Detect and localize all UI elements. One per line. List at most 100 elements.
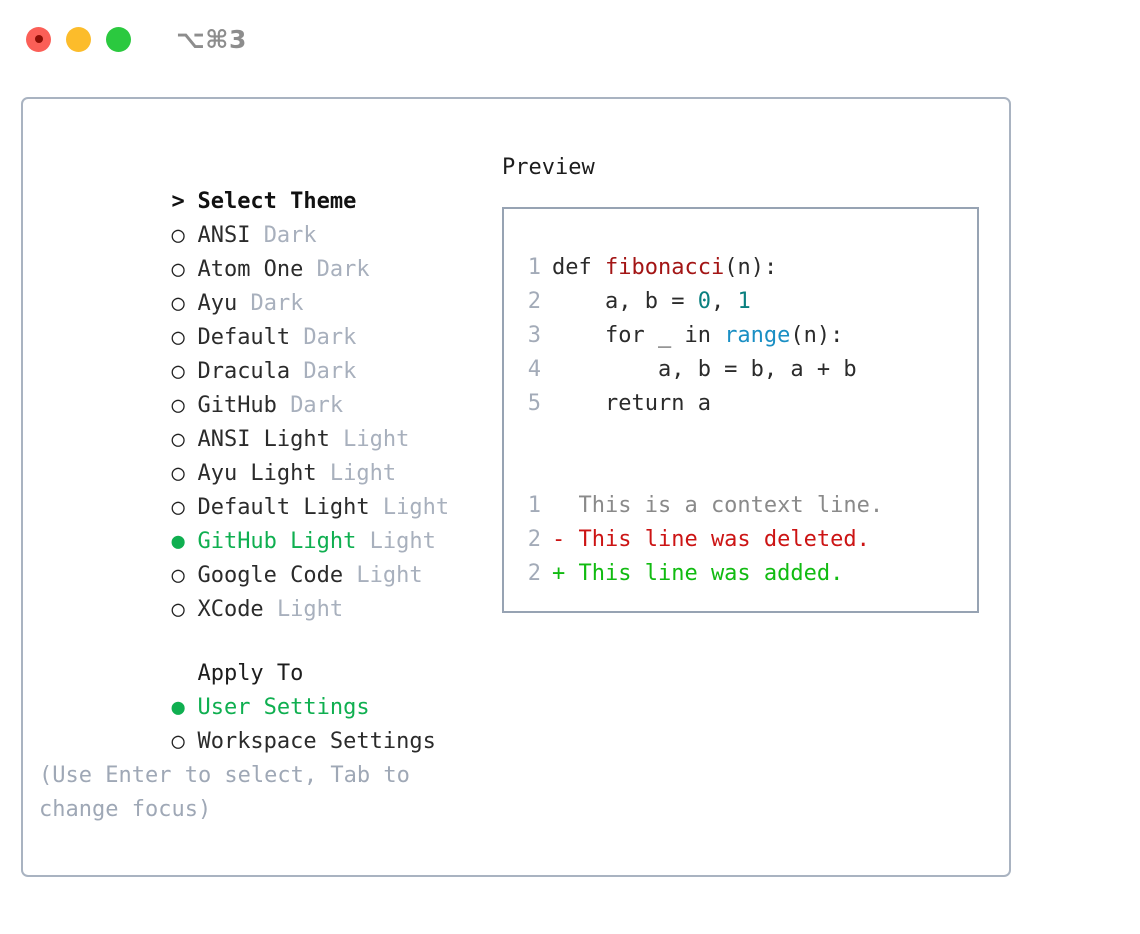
radio-icon[interactable]: ○ [171,495,185,520]
code-text: def fibonacci(n): [552,251,777,285]
close-dot-icon [34,35,43,43]
theme-option-ansi-light[interactable]: ○ANSI Light Light [39,389,489,452]
theme-option-kind: Light [343,427,410,452]
theme-option-kind: Dark [303,359,357,384]
radio-icon[interactable]: ○ [171,729,185,754]
theme-option-kind: Light [369,529,436,554]
code-token: (n): [790,323,844,348]
code-text: for _ in range(n): [552,319,843,353]
theme-option-ayu-dark[interactable]: ○ Ayu Dark [39,253,489,316]
theme-option-label: Dracula [197,359,291,384]
code-text: a, b = b, a + b [552,353,857,387]
theme-option-kind: Light [382,495,450,520]
apply-to-option-user-settings[interactable]: ● User Settings [39,657,489,720]
theme-option-label: XCode [197,597,264,622]
theme-option-xcode-light[interactable]: ○ XCode Light [39,559,489,622]
code-line: 1 def fibonacci(n): [517,251,969,285]
close-window-icon[interactable] [26,26,51,52]
theme-option-label: Atom One [197,257,304,282]
select-theme-heading-label: Select Theme [197,189,357,214]
radio-icon[interactable]: ○ [171,257,185,282]
theme-option-suffix [250,223,263,248]
theme-option-ansi-dark[interactable]: ○ANSI Dark [39,185,489,248]
code-token: , [710,289,738,314]
radio-icon[interactable]: ○ [171,291,185,316]
apply-to-indent [171,657,197,691]
code-token: def [552,255,605,280]
radio-icon[interactable]: ○ [171,597,185,622]
theme-option-default-light[interactable]: ○ Default Light Light [39,457,489,520]
diff-text: + This line was added. [552,561,844,586]
diff-text: This is a context line. [552,493,884,518]
line-number: 4 [527,357,541,382]
code-token: a, b = b, a + b [552,357,857,382]
diff-line-deleted: 2- This line was deleted. [517,523,969,557]
select-theme-heading: > Select Theme [39,151,489,214]
radio-selected-icon[interactable]: ● [171,695,185,720]
theme-option-google-code-light[interactable]: ○Google Code Light [39,525,489,588]
apply-to-option-label: Workspace Settings [197,729,436,754]
space [356,529,369,554]
radio-icon[interactable]: ○ [171,393,185,418]
keyboard-hint-text: (Use Enter to select, Tab to change focu… [39,763,424,822]
apply-to-option-workspace-settings[interactable]: ○ Workspace Settings [39,691,489,754]
space [330,427,343,452]
maximize-window-icon[interactable] [106,26,131,52]
apply-to-option-label: User Settings [197,695,370,720]
code-blank-line [517,455,969,489]
space [237,291,250,316]
code-token-call: range [724,323,791,348]
code-token: return a [552,391,711,416]
theme-option-label: ANSI [197,223,251,248]
code-token: a, b = [552,289,698,314]
preview-column: Preview 1 def fibonacci(n): 2 a, b = 0, 1… [502,151,992,613]
code-preview: 1 def fibonacci(n): 2 a, b = 0, 1 3 for _… [517,251,969,591]
theme-option-kind: Dark [303,325,357,350]
theme-option-kind: Dark [250,291,304,316]
theme-option-github-dark[interactable]: ○GitHub Dark [39,355,489,418]
code-token-number: 0 [697,289,711,314]
radio-icon[interactable]: ○ [171,223,185,248]
space [290,325,303,350]
radio-icon[interactable]: ○ [171,427,185,452]
code-line: 5 return a [517,387,969,421]
prompt-caret-icon: > [171,189,185,214]
space [343,563,356,588]
code-token-number: 1 [737,289,751,314]
radio-icon[interactable]: ○ [171,325,185,350]
code-token: for _ in [552,323,725,348]
theme-option-atom-one-dark[interactable]: ○ Atom One Dark [39,219,489,282]
theme-option-dracula-dark[interactable]: ○ Dracula Dark [39,321,489,384]
radio-icon[interactable]: ○ [171,563,185,588]
theme-option-default-dark[interactable]: ○ Default Dark [39,287,489,350]
line-number: 1 [527,493,541,518]
line-number: 1 [527,255,541,280]
panel-columns: >Select Theme ○ANSI Dark ○Atom One Dark … [23,99,1009,875]
code-line: 3 for _ in range(n): [517,319,969,353]
theme-option-kind: Light [276,597,344,622]
theme-option-label: Ayu [197,291,238,316]
theme-option-kind: Light [356,563,423,588]
code-token: (n): [724,255,778,280]
theme-option-label: Default [197,325,291,350]
radio-selected-icon[interactable]: ● [171,529,185,554]
line-number: 2 [527,561,541,586]
theme-selector-column: >Select Theme ○ANSI Dark ○Atom One Dark … [39,151,489,827]
main-panel: >Select Theme ○ANSI Dark ○Atom One Dark … [21,97,1011,877]
diff-text: - This line was deleted. [552,527,870,552]
theme-option-label: Default Light [197,495,370,520]
apply-to-heading-label: Apply To [197,661,304,686]
radio-icon[interactable]: ○ [171,461,185,486]
minimize-window-icon[interactable] [66,26,91,52]
line-number: 3 [527,323,541,348]
theme-option-kind: Light [329,461,397,486]
radio-icon[interactable]: ○ [171,359,185,384]
preview-title: Preview [502,155,595,180]
theme-option-label: Ayu Light [197,461,317,486]
theme-option-kind: Dark [316,257,370,282]
theme-option-github-light[interactable]: ● GitHub Light Light [39,491,489,554]
code-text: return a [552,387,711,421]
theme-option-label: GitHub Light [197,529,357,554]
theme-option-ayu-light[interactable]: ○ Ayu Light Light [39,423,489,486]
